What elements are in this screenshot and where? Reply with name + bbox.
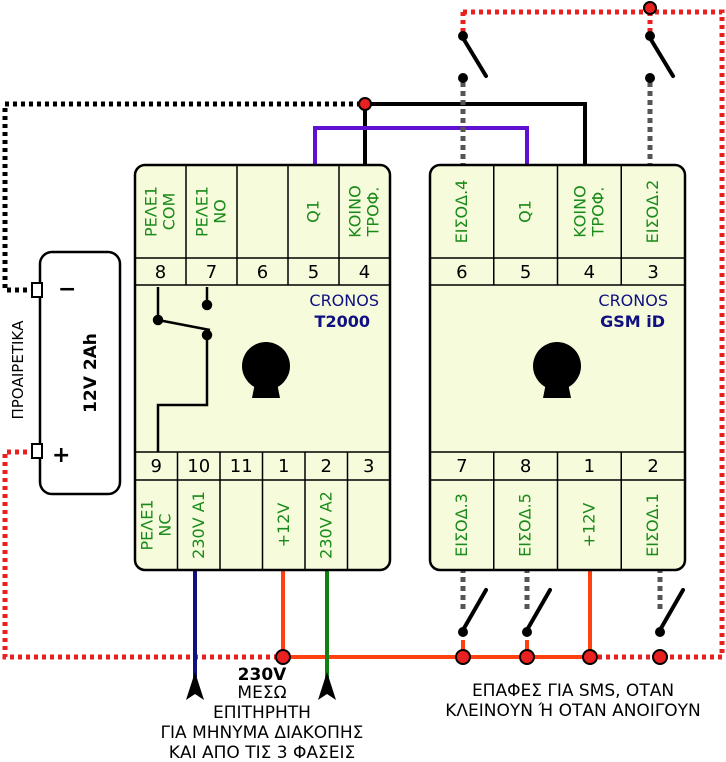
gsm-bot-terminal-number: 8	[520, 456, 531, 477]
wire-input-returns	[461, 640, 529, 657]
t2000-bot-terminal-number: 3	[363, 456, 374, 477]
t2000-bot-terminal-label: 230V A1	[189, 491, 208, 559]
gsm-bot-terminal-number: 2	[647, 456, 658, 477]
gsm-top-terminal-label: Q1	[516, 200, 535, 223]
node-input1	[652, 649, 668, 665]
t2000-top-terminal-number: 8	[155, 262, 166, 283]
t2000-bot-terminal-number: 1	[278, 456, 289, 477]
t2000-bot-terminal-number: 11	[230, 456, 253, 477]
caption-contacts2: ΚΛΕΙΝΟΥΝ Ή ΟΤΑΝ ΑΝΟΙΓΟΥΝ	[445, 701, 701, 721]
wire-common-gsm	[365, 102, 587, 168]
contact-input1	[655, 588, 685, 637]
t2000-top-terminal-label: COM	[160, 193, 179, 231]
gsm-top-terminal-number: 5	[520, 262, 531, 283]
t2000-bot-terminal-number: 2	[321, 456, 332, 477]
node-gsm-12v	[582, 649, 598, 665]
gsm-top-terminal-label: ΕΙΣΟΔ.4	[452, 180, 471, 244]
t2000-bot-terminal-label: +12V	[274, 503, 293, 548]
caption-contacts1: ΕΠΑΦΕΣ ΓΙΑ SMS, ΟΤΑΝ	[472, 681, 674, 701]
t2000-top-terminal-label: Q1	[304, 200, 323, 223]
gsm-bot-terminal-label: ΕΙΣΟΔ.1	[643, 493, 662, 557]
battery-plus: +	[52, 443, 70, 468]
gsm-top-terminal-number: 3	[647, 262, 658, 283]
t2000-top-terminal-number: 7	[206, 262, 217, 283]
wire-battery-minus	[2, 101, 365, 293]
t2000-bot-terminal-number: 10	[187, 456, 210, 477]
t2000-top-terminal-label: ΤΡΟΦ.	[364, 187, 383, 238]
arrow-a1	[186, 672, 204, 700]
contact-input2	[645, 31, 675, 83]
node-inputs-top	[643, 1, 657, 15]
gsm-model: GSM iD	[600, 312, 665, 331]
gsm-brand: CRONOS	[598, 291, 668, 310]
gsm-top-terminal-number: 6	[456, 262, 467, 283]
gsm-bot-terminal-label: ΕΙΣΟΔ.5	[516, 493, 535, 557]
gsm-top-terminal-label: ΤΡΟΦ.	[588, 187, 607, 238]
wire-inputs-common	[463, 9, 725, 660]
relay-symbol	[152, 287, 213, 452]
t2000-top-terminal-label: NO	[211, 199, 230, 224]
gsm-bot-terminal-label: ΕΙΣΟΔ.3	[452, 493, 471, 557]
t2000-top-terminal-label: ΡΕΛΕ1	[142, 186, 161, 237]
keyhole-icon	[242, 342, 290, 398]
caption-line2: ΜΕΣΩ	[237, 683, 286, 703]
battery: − + 12V 2Ah	[31, 250, 122, 496]
gsm-bot-terminal-number: 1	[584, 456, 595, 477]
node-common	[358, 97, 372, 111]
wire-12v-bus	[281, 568, 590, 659]
gsm-bot-terminal-number: 7	[456, 456, 467, 477]
caption-line4: ΓΙΑ ΜΗΝΥΜΑ ΔΙΑΚΟΠΗΣ	[161, 723, 364, 743]
node-input3	[455, 649, 471, 665]
gsm-top-terminal-number: 4	[584, 262, 595, 283]
gsm-top-terminal-label: ΕΙΣΟΔ.2	[643, 180, 662, 244]
t2000-model: T2000	[315, 312, 370, 331]
caption-line5: ΚΑΙ ΑΠΟ ΤΙΣ 3 ΦΑΣΕΙΣ	[169, 743, 355, 762]
gsm-top-terminal-label: ΚΟΙΝΟ	[570, 185, 589, 237]
optional-label: ΠΡΟΑΙΡΕΤΙΚΑ	[9, 320, 27, 420]
t2000-brand: CRONOS	[309, 291, 379, 310]
node-input5	[519, 649, 535, 665]
t2000-bot-terminal-label: NC	[155, 513, 174, 536]
t2000-bot-terminal-number: 9	[151, 456, 162, 477]
t2000-top-terminal-number: 5	[308, 262, 319, 283]
t2000-top-terminal-number: 4	[359, 262, 370, 283]
t2000-bot-terminal-label: ΡΕΛΕ1	[137, 500, 156, 551]
keyhole-icon	[533, 342, 581, 398]
caption-voltage: 230V	[238, 665, 287, 685]
t2000-top-terminal-label: ΚΟΙΝΟ	[346, 185, 365, 237]
t2000-top-terminal-number: 6	[257, 262, 268, 283]
node-230v	[275, 649, 291, 665]
contact-input4	[458, 31, 488, 83]
caption-line3: ΕΠΙΤΗΡΗΤΗ	[213, 703, 311, 723]
gsm-bot-terminal-label: +12V	[579, 503, 598, 548]
contact-input3	[458, 588, 488, 637]
wire-q1-link	[313, 126, 529, 168]
t2000-top-terminal-label: ΡΕΛΕ1	[193, 186, 212, 237]
t2000-bot-terminal-label: 230V A2	[316, 491, 335, 559]
arrow-a2	[318, 672, 336, 700]
battery-minus: −	[58, 277, 76, 302]
contact-input5	[522, 588, 552, 637]
battery-label: 12V 2Ah	[81, 333, 101, 413]
